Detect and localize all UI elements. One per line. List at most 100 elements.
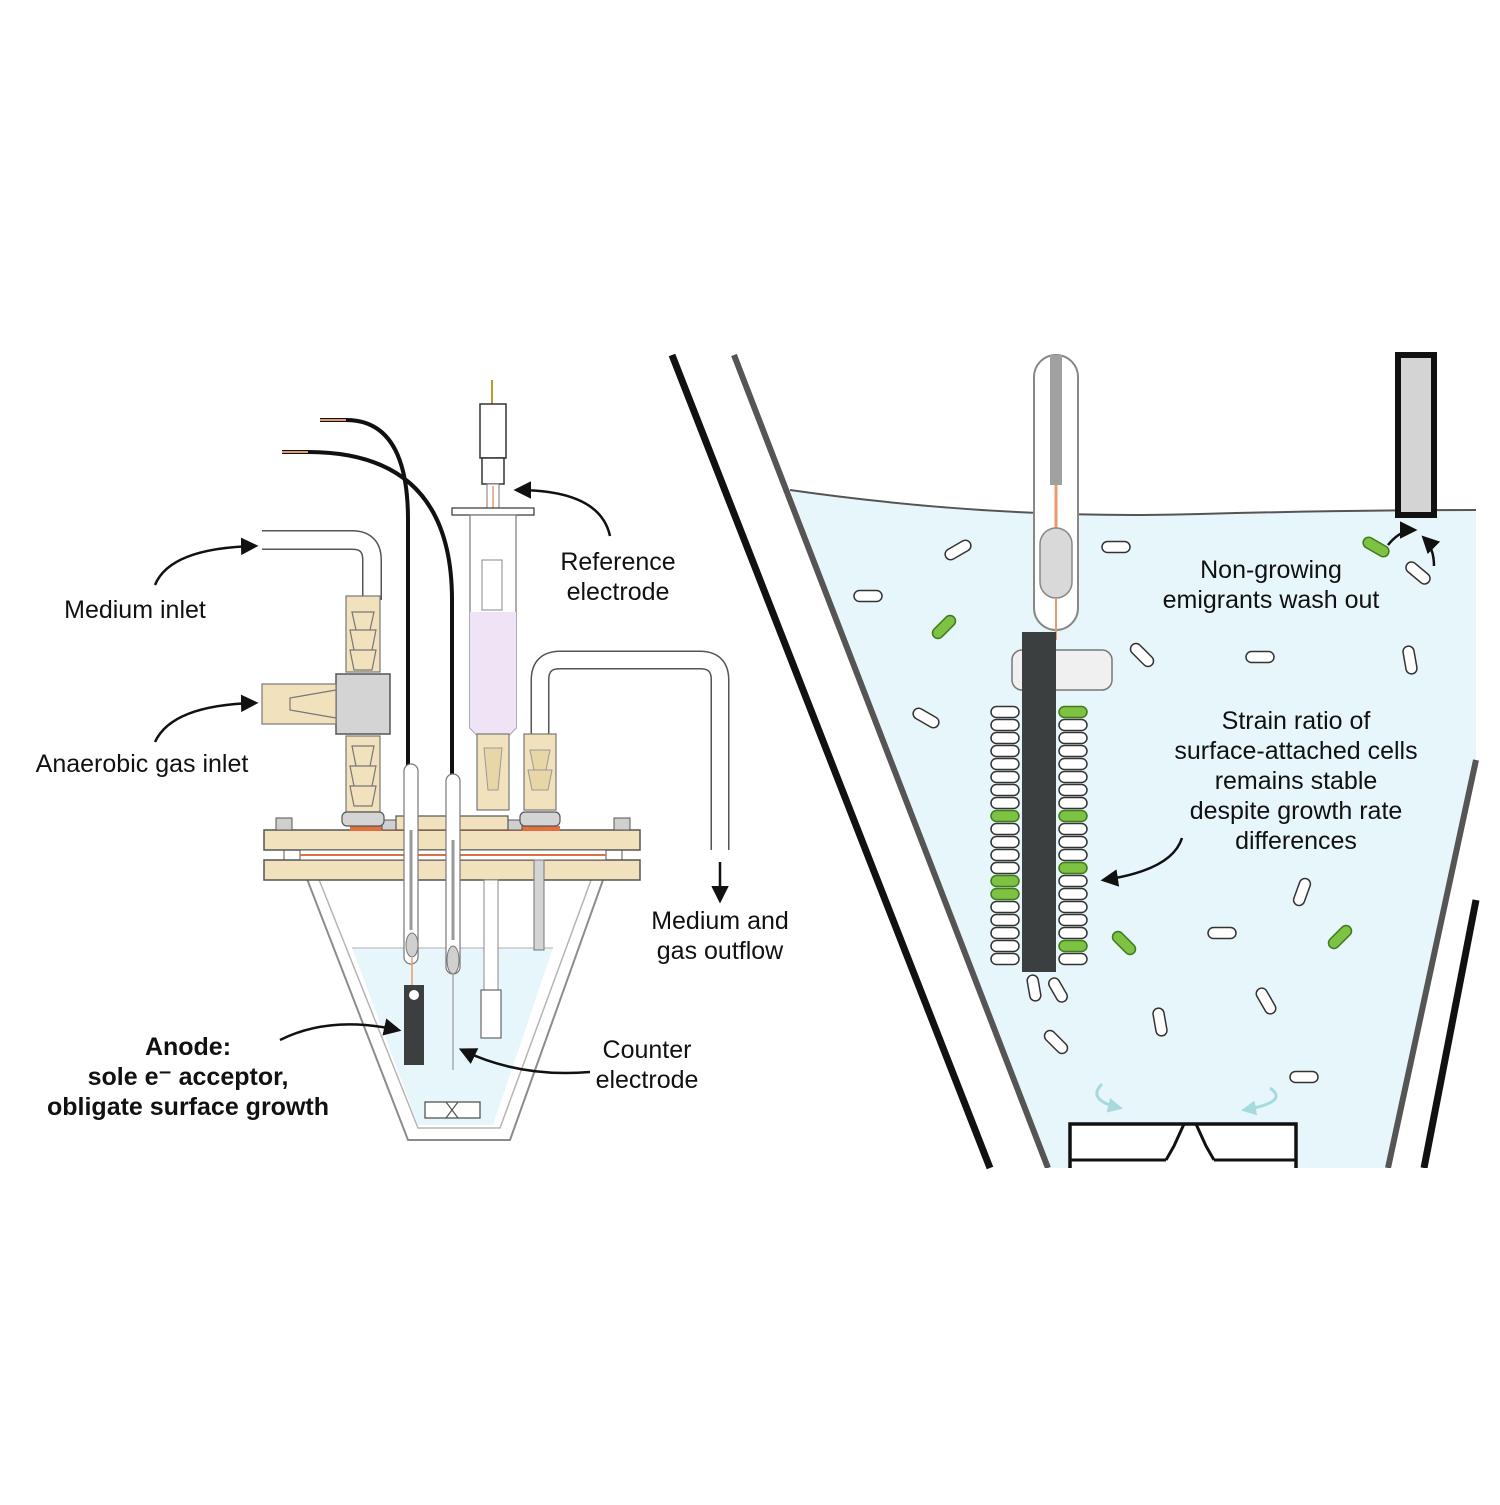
biofilm-cell xyxy=(990,770,1020,784)
zoomed-view xyxy=(668,352,1480,1208)
strain-ratio-arrow xyxy=(1100,837,1184,887)
zoom-wall-left-inner xyxy=(731,353,1051,1170)
anode-holder xyxy=(403,763,424,1065)
zoom-wall-left-outer xyxy=(668,353,994,1170)
biofilm-cells xyxy=(990,705,1088,1003)
biofilm-cell xyxy=(1058,887,1088,901)
planktonic-cell xyxy=(912,707,940,729)
stir-arrow-left xyxy=(1095,1082,1123,1113)
biofilm-cell xyxy=(1058,913,1088,927)
planktonic-cell xyxy=(1129,642,1155,668)
reference-arrow xyxy=(513,481,612,537)
biofilm-cell xyxy=(1058,770,1088,784)
planktonic-cell xyxy=(1207,926,1237,940)
biofilm-cell xyxy=(1058,757,1088,771)
biofilm-cell xyxy=(1058,874,1088,888)
biofilm-cell xyxy=(990,887,1020,901)
label-non-growing-emigrants: Non-growing emigrants wash out xyxy=(1162,556,1380,614)
biofilm-cell xyxy=(990,874,1020,888)
zoom-outflow-tube xyxy=(1395,352,1437,518)
biofilm-cell xyxy=(1058,926,1088,940)
biofilm-cell xyxy=(990,835,1020,849)
counter-electrode xyxy=(445,773,461,1070)
biofilm-cell xyxy=(1058,783,1088,797)
zoom-liquid xyxy=(790,490,1476,1168)
reference-electrode xyxy=(451,380,535,1039)
label-anode: Anode: sole e⁻ acceptor, obligate surfac… xyxy=(47,1033,329,1121)
counter-arrow xyxy=(458,1048,591,1075)
biofilm-cell xyxy=(990,809,1020,823)
planktonic-cell xyxy=(1111,930,1137,956)
biofilm-cell xyxy=(1058,705,1088,719)
anode xyxy=(404,985,424,1065)
biofilm-cell xyxy=(990,913,1020,927)
biofilm-cell xyxy=(1058,744,1088,758)
biofilm-cell xyxy=(1058,822,1088,836)
label-medium-gas-outflow: Medium and gas outflow xyxy=(651,907,789,965)
bolts xyxy=(275,817,631,860)
planktonic-cell xyxy=(1405,561,1431,585)
biofilm-cell xyxy=(1048,977,1068,1003)
biofilm-cell xyxy=(990,705,1020,719)
biofilm-cell xyxy=(990,939,1020,953)
planktonic-cell xyxy=(1402,645,1418,675)
planktonic-cell xyxy=(1043,1029,1069,1055)
planktonic-cell xyxy=(1255,987,1277,1015)
biofilm-cell xyxy=(990,796,1020,810)
planktonic-cell xyxy=(944,539,972,561)
planktonic-cell xyxy=(1292,877,1312,907)
biofilm-cell xyxy=(1058,731,1088,745)
biofilm-cell xyxy=(990,822,1020,836)
biofilm-cell xyxy=(1058,809,1088,823)
biofilm-cell xyxy=(990,848,1020,862)
emigrant-arrow-2 xyxy=(1421,535,1441,567)
planktonic-cell xyxy=(1289,1070,1319,1084)
biofilm-cell xyxy=(990,926,1020,940)
biofilm-cell xyxy=(990,861,1020,875)
gas-inlet-barb xyxy=(261,683,337,725)
biofilm-cell xyxy=(1058,900,1088,914)
planktonic-cell xyxy=(931,614,957,640)
planktonic-cell xyxy=(1245,650,1275,664)
biofilm-cell xyxy=(990,952,1020,966)
planktonic-cell xyxy=(1101,540,1131,554)
biofilm-cell xyxy=(990,783,1020,797)
stir-arrow-right xyxy=(1241,1086,1278,1116)
biofilm-cell xyxy=(1058,848,1088,862)
gas-inlet-arrow xyxy=(153,694,259,743)
planktonic-cell xyxy=(1152,1007,1168,1037)
planktonic-cell xyxy=(1362,536,1390,558)
biofilm-cell xyxy=(1058,796,1088,810)
wire-2 xyxy=(282,450,454,780)
biofilm-cell xyxy=(1058,835,1088,849)
inlet-fitting xyxy=(345,595,381,813)
planktonic-cell xyxy=(1327,924,1353,950)
stir-bar xyxy=(424,1101,481,1119)
planktonic-cells xyxy=(853,536,1431,1084)
wire-1 xyxy=(320,418,410,770)
biofilm-cell xyxy=(990,757,1020,771)
label-strain-ratio: Strain ratio of surface-attached cells r… xyxy=(1174,707,1418,855)
biofilm-cell xyxy=(1026,974,1042,1002)
zoom-wall-right-inner xyxy=(1385,759,1479,1169)
biofilm-cell xyxy=(1058,952,1088,966)
label-counter-electrode: Counter electrode xyxy=(595,1036,699,1094)
emigrant-arrow-1 xyxy=(1387,521,1418,546)
label-reference-electrode: Reference electrode xyxy=(560,548,676,606)
anode-arrow xyxy=(279,1018,402,1042)
reactor-overview xyxy=(153,380,730,1141)
biofilm-cell xyxy=(990,900,1020,914)
label-medium-inlet: Medium inlet xyxy=(64,596,206,624)
biofilm-cell xyxy=(1058,939,1088,953)
medium-inlet-arrow xyxy=(153,537,259,586)
label-anaerobic-gas-inlet: Anaerobic gas inlet xyxy=(35,750,249,778)
biofilm-cell xyxy=(990,744,1020,758)
biofilm-cell xyxy=(990,731,1020,745)
planktonic-cell xyxy=(853,589,883,603)
zoom-anode xyxy=(1022,632,1056,972)
biofilm-cell xyxy=(990,718,1020,732)
zoom-wall-right-outer xyxy=(1420,899,1480,1169)
medium-inlet-tube xyxy=(262,530,382,600)
